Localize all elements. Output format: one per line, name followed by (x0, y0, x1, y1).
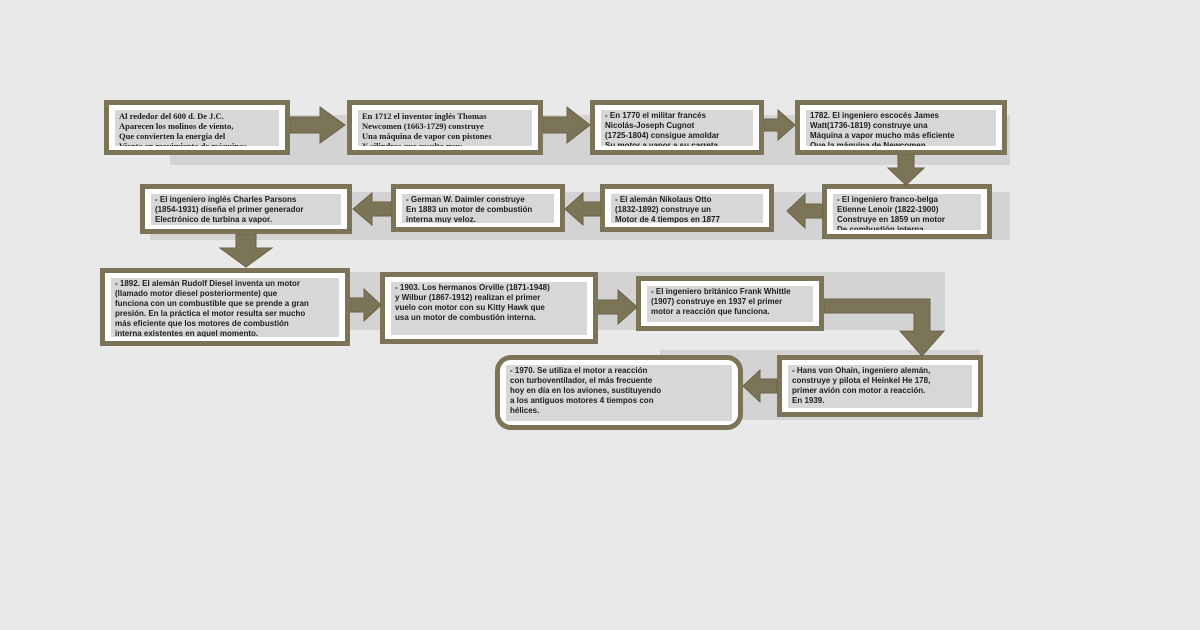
box-otto-1877: - El alemán Nikolaus Otto(1832-1892) con… (600, 184, 774, 232)
arrow-right-4 (350, 287, 382, 323)
box-whittle-1937: - El ingeniero británico Frank Whittle(1… (636, 276, 824, 331)
arrow-left-2 (564, 191, 602, 227)
arrow-right-3 (764, 108, 796, 142)
box-diesel-1892: - 1892. El alemán Rudolf Diesel inventa … (100, 268, 350, 346)
arrow-left-3 (352, 191, 392, 227)
arrow-right-1 (290, 106, 346, 144)
arrow-down-1 (886, 154, 926, 186)
box-text: - El ingeniero británico Frank Whittle(1… (647, 286, 813, 322)
box-text: - El alemán Nikolaus Otto(1832-1892) con… (611, 194, 763, 223)
arrow-right-5 (598, 288, 638, 326)
arrow-right-2 (543, 105, 591, 145)
box-ohain-1939: - Hans von Ohain, ingeniero alemán,const… (777, 355, 983, 417)
arrow-down-2 (218, 234, 274, 268)
box-text: - Hans von Ohain, ingeniero alemán,const… (788, 365, 972, 408)
box-text: - 1903. Los hermanos Orville (1871-1948)… (391, 282, 587, 335)
box-wright-1903: - 1903. Los hermanos Orville (1871-1948)… (380, 272, 598, 344)
box-parsons: - El ingeniero inglés Charles Parsons(18… (140, 184, 352, 234)
box-text: Al rededor del 600 d. De J.C.Aparecen lo… (115, 110, 279, 146)
box-molinos-600: Al rededor del 600 d. De J.C.Aparecen lo… (104, 100, 290, 155)
arrow-bent-down (824, 298, 946, 357)
box-text: - El ingeniero inglés Charles Parsons(18… (151, 194, 341, 225)
box-text: - 1892. El alemán Rudolf Diesel inventa … (111, 278, 339, 337)
arrow-left-4 (742, 368, 778, 404)
arrow-left-1 (786, 192, 824, 230)
